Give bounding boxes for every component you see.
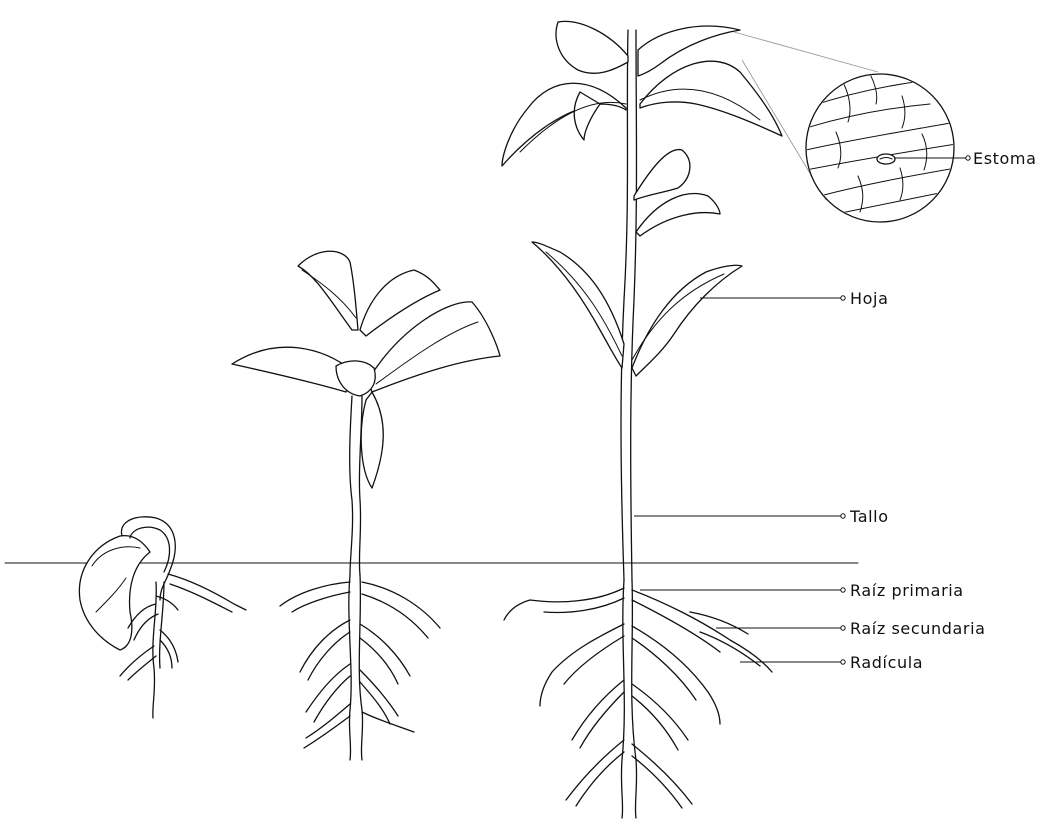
mature-leaf-lower-right — [632, 265, 742, 376]
leader-estoma-dot — [966, 156, 970, 160]
young-root-r4 — [362, 712, 414, 732]
mature-leaf-mid-bud — [634, 150, 690, 200]
young-root-l2 — [300, 620, 350, 680]
leader-hoja-dot — [841, 296, 845, 300]
mature-stem-right — [631, 30, 637, 580]
mature-root-r3 — [632, 684, 688, 750]
labels: Estoma Hoja Tallo Raíz primaria Raíz sec… — [849, 149, 1037, 672]
label-tallo: Tallo — [849, 507, 889, 526]
label-estoma: Estoma — [973, 149, 1037, 168]
mature-root-l1 — [504, 588, 624, 620]
mature-taproot — [621, 580, 636, 818]
mature-root-l4 — [566, 740, 624, 806]
leader-tallo-dot — [841, 514, 845, 518]
seedling-radicle — [153, 582, 156, 718]
label-hoja: Hoja — [850, 289, 888, 308]
label-radicula: Radícula — [850, 653, 923, 672]
young-taproot — [349, 575, 363, 760]
young-root-r2 — [360, 624, 410, 684]
mature-root-r4 — [632, 744, 692, 808]
mature-plant — [502, 21, 782, 818]
mature-root-r2 — [632, 626, 720, 724]
leader-raiz-secundaria-dot — [841, 626, 845, 630]
young-root-r3 — [360, 670, 398, 724]
mature-stem-left — [621, 30, 628, 580]
young-plant — [232, 251, 500, 760]
mature-leaf-mid-left — [532, 242, 624, 368]
mature-leaf-upper-left — [502, 83, 626, 166]
seedling-root-right-3 — [156, 596, 178, 610]
mature-leaf-upper-right — [640, 61, 782, 136]
young-root-l4 — [304, 704, 350, 748]
leader-radicula-dot — [841, 660, 845, 664]
seedling — [79, 517, 246, 718]
label-raiz-primaria: Raíz primaria — [850, 581, 964, 600]
leader-raiz-primaria-dot — [841, 588, 845, 592]
mature-leaf-top-left — [556, 21, 628, 73]
young-leaf-top-left — [298, 251, 358, 330]
label-raiz-secundaria: Raíz secundaria — [850, 619, 986, 638]
young-root-l1 — [280, 582, 350, 612]
young-leaf-drooping — [361, 392, 383, 488]
seedling-root-left-2 — [120, 646, 156, 680]
seedling-root-right-2 — [160, 630, 178, 668]
young-stem-left — [350, 396, 353, 575]
mature-root-l3 — [572, 680, 624, 748]
mature-root-l2 — [540, 624, 624, 706]
young-root-r1 — [362, 582, 440, 638]
magnifier-guide-top — [734, 32, 878, 72]
seedling-root-right — [168, 574, 246, 612]
mature-leaf-mid-right — [636, 194, 720, 236]
